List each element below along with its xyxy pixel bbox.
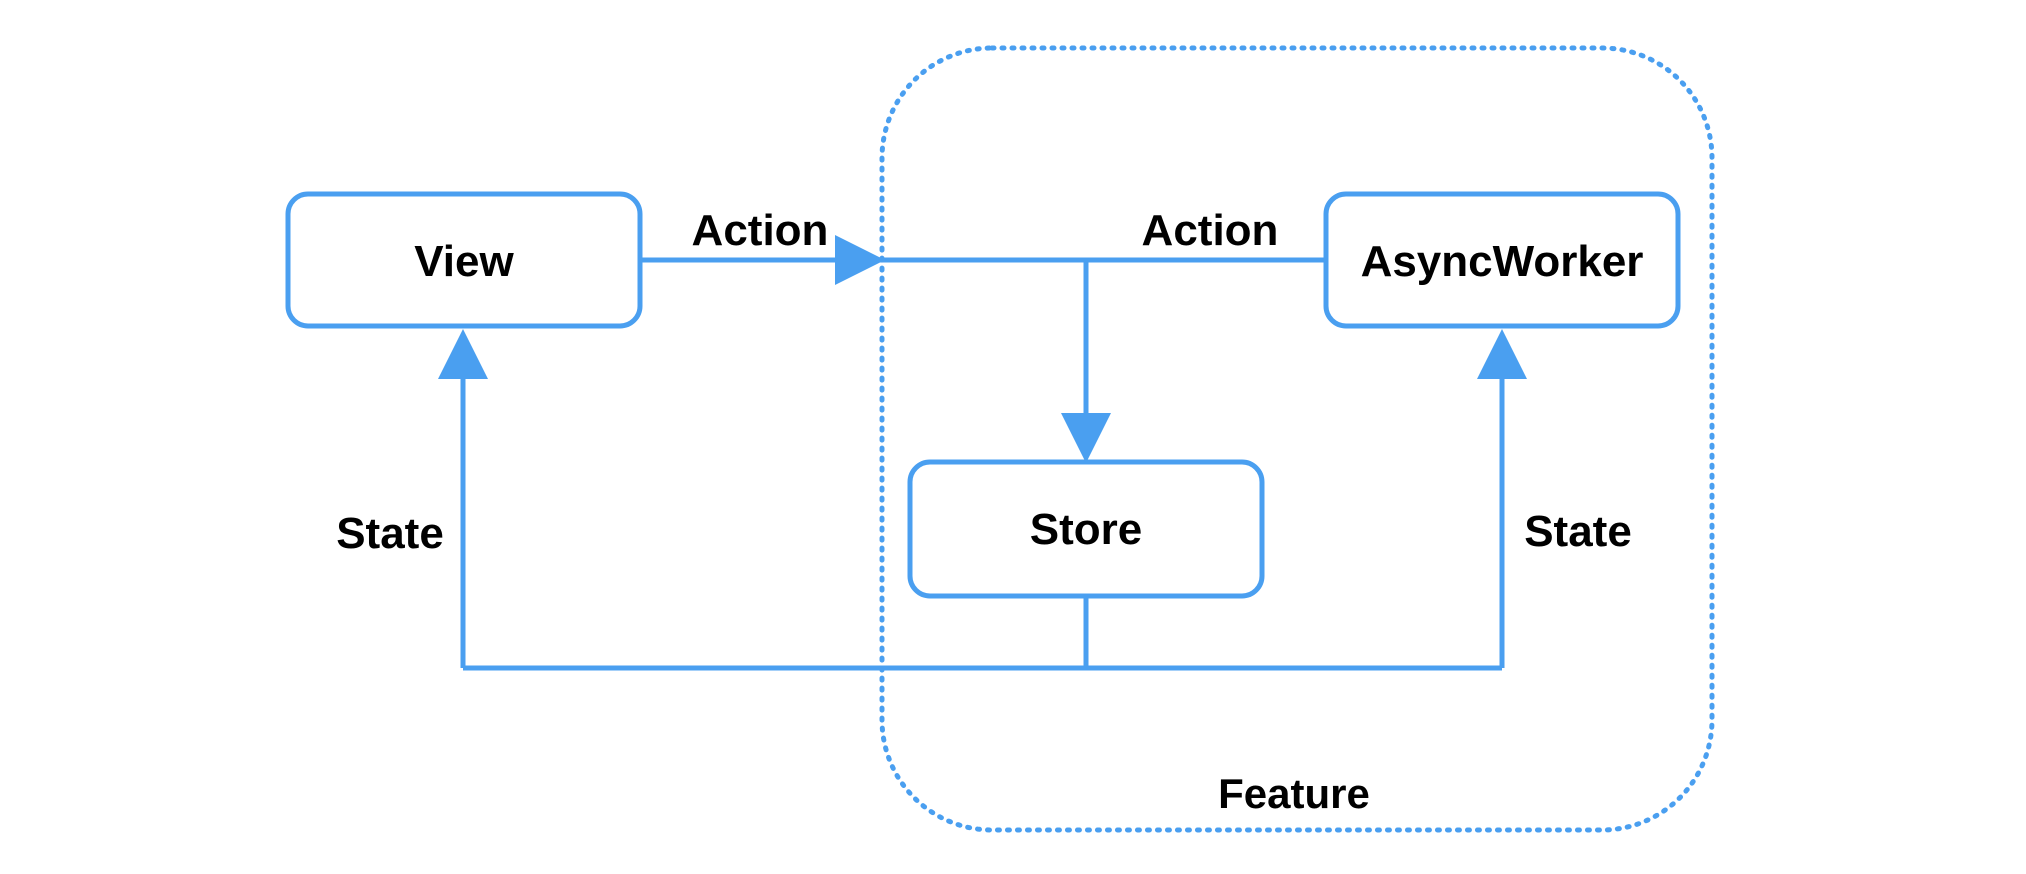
node-store-box xyxy=(907,459,1265,599)
node-store: Store xyxy=(907,459,1265,599)
node-async-worker-label: AsyncWorker xyxy=(1361,237,1644,286)
edge-label-state-view: State xyxy=(336,509,444,558)
feature-group-boundary xyxy=(879,45,1715,833)
node-async-worker: AsyncWorker xyxy=(1323,191,1681,329)
edge-label-view-action: Action xyxy=(692,206,829,255)
node-view-label: View xyxy=(414,237,514,286)
node-view: View xyxy=(285,191,643,329)
edges xyxy=(438,235,1527,671)
edge-label-state-async-worker: State xyxy=(1524,507,1632,556)
edge-label-async-worker-action: Action xyxy=(1142,206,1279,255)
node-view-box xyxy=(285,191,643,329)
feature-group-label: Feature xyxy=(1218,770,1370,817)
node-store-label: Store xyxy=(1030,505,1142,554)
node-async-worker-box xyxy=(1323,191,1681,329)
